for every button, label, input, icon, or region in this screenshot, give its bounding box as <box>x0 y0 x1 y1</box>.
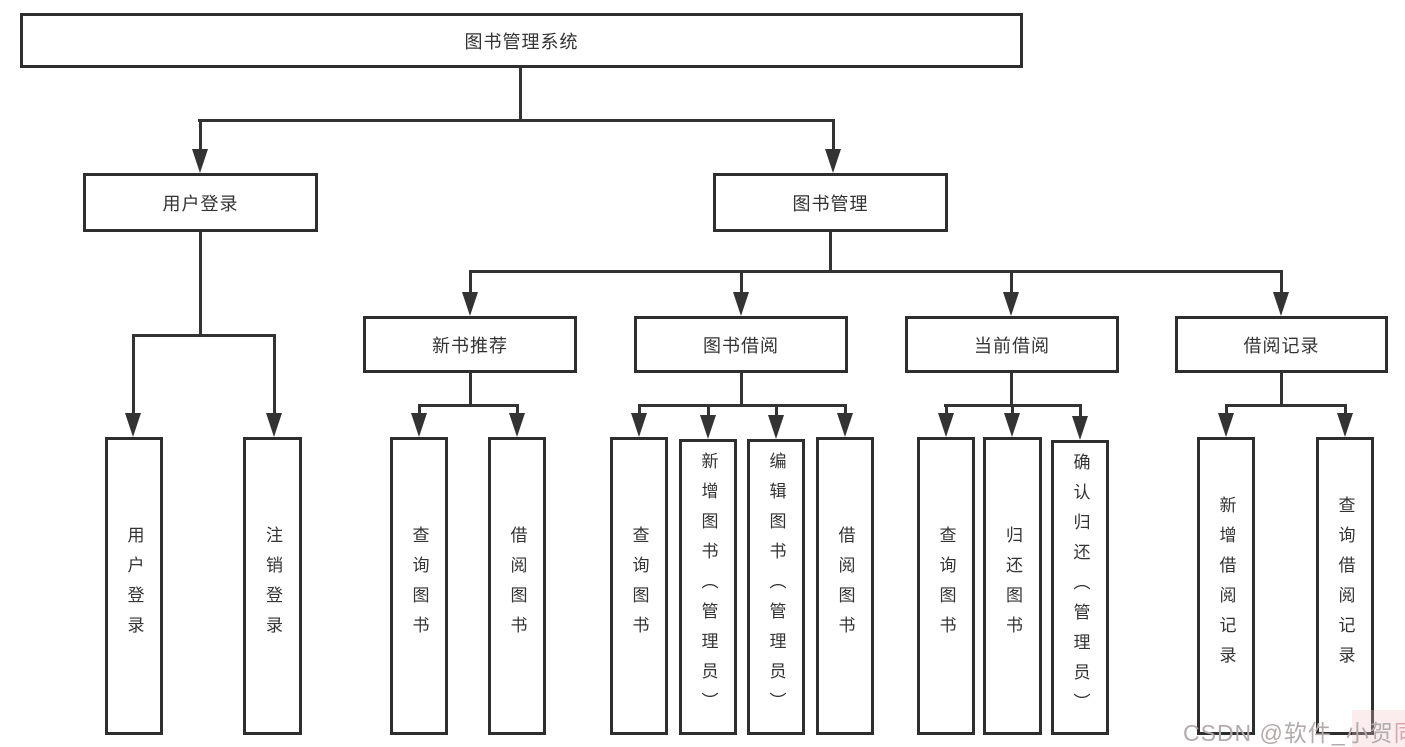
connector-vline <box>739 270 743 296</box>
leaf-edit-book-admin: 编辑图书（管理员） <box>747 439 805 735</box>
leaf-borrow-books-recommend: 借阅图书 <box>488 437 546 735</box>
connector-hline <box>1225 404 1347 407</box>
connector-vline <box>706 404 710 419</box>
arrow-down-icon <box>462 292 478 316</box>
connector-vline <box>468 270 472 296</box>
node-label: 新书推荐 <box>432 335 508 356</box>
arrow-down-icon <box>1072 416 1088 440</box>
arrow-down-icon <box>1003 292 1019 316</box>
node-label: 借阅图书 <box>835 526 855 646</box>
connector-vline <box>1224 404 1228 417</box>
arrow-down-icon <box>631 413 647 437</box>
connector-hline <box>638 404 847 407</box>
arrow-down-icon <box>938 413 954 437</box>
connector-vline <box>198 119 202 153</box>
leaf-user-login: 用户登录 <box>105 437 163 735</box>
arrow-down-icon <box>700 415 716 439</box>
arrow-down-icon <box>733 292 749 316</box>
leaf-confirm-return-admin: 确认归还（管理员） <box>1051 440 1109 735</box>
arrow-down-icon <box>1218 413 1234 437</box>
node-current-borrow: 当前借阅 <box>905 316 1119 373</box>
connector-vline <box>944 404 948 417</box>
connector-hline <box>198 119 835 122</box>
node-label: 查询图书 <box>936 526 956 646</box>
arrow-down-icon <box>125 413 141 437</box>
arrow-down-icon <box>411 413 427 437</box>
node-borrow-records: 借阅记录 <box>1175 316 1388 373</box>
watermark-accent-text: 同学 <box>1394 720 1405 746</box>
node-label: 查询图书 <box>629 526 649 646</box>
connector-vline <box>515 404 519 417</box>
node-book-borrow: 图书借阅 <box>634 316 848 373</box>
node-label: 图书借阅 <box>703 335 779 356</box>
connector-vline <box>831 119 835 153</box>
arrow-down-icon <box>1337 413 1353 437</box>
node-label: 确认归还（管理员） <box>1070 452 1090 723</box>
leaf-query-books-recommend: 查询图书 <box>390 437 448 735</box>
node-book-management-branch: 图书管理 <box>713 173 948 232</box>
node-label: 当前借阅 <box>974 335 1050 356</box>
arrow-down-icon <box>837 413 853 437</box>
connector-hline <box>469 270 1283 273</box>
node-label: 用户登录 <box>162 193 239 214</box>
node-label: 查询借阅记录 <box>1335 496 1355 676</box>
connector-vline <box>843 404 847 417</box>
leaf-logout: 注销登录 <box>243 437 302 735</box>
node-label: 编辑图书（管理员） <box>766 452 786 722</box>
arrow-down-icon <box>266 413 282 437</box>
connector-vline <box>272 334 276 417</box>
connector-hline <box>418 404 519 407</box>
node-label: 借阅图书 <box>507 526 527 646</box>
arrow-down-icon <box>1004 413 1020 437</box>
watermark-text: CSDN @软件_小贺 <box>1183 720 1394 746</box>
node-label: 借阅记录 <box>1243 335 1320 356</box>
leaf-add-book-admin: 新增图书（管理员） <box>679 439 737 735</box>
connector-vline <box>131 334 135 417</box>
connector-vline <box>518 68 522 121</box>
arrow-down-icon <box>192 149 208 173</box>
connector-vline <box>1279 373 1283 407</box>
connector-vline <box>774 404 778 419</box>
connector-vline <box>198 232 202 337</box>
leaf-query-books-current: 查询图书 <box>917 437 975 735</box>
arrow-down-icon <box>509 413 525 437</box>
arrow-down-icon <box>1273 292 1289 316</box>
node-label: 新增图书（管理员） <box>698 452 718 722</box>
node-user-login-branch: 用户登录 <box>83 173 318 232</box>
node-label: 用户登录 <box>124 526 144 646</box>
connector-hline <box>132 334 275 337</box>
arrow-down-icon <box>825 149 841 173</box>
connector-vline <box>1343 404 1347 417</box>
leaf-borrow-books: 借阅图书 <box>816 437 874 735</box>
connector-vline <box>1010 404 1014 417</box>
node-label: 查询图书 <box>409 526 429 646</box>
watermark: CSDN @软件_小贺同学 <box>1183 714 1405 747</box>
node-label: 图书管理 <box>792 193 869 214</box>
connector-vline <box>1078 404 1082 420</box>
leaf-return-books: 归还图书 <box>983 437 1042 735</box>
leaf-query-borrow-record: 查询借阅记录 <box>1316 437 1374 735</box>
node-library-management-system: 图书管理系统 <box>20 13 1023 68</box>
node-label: 归还图书 <box>1003 526 1022 646</box>
connector-vline <box>739 373 743 407</box>
connector-vline <box>1009 270 1013 296</box>
node-label: 新增借阅记录 <box>1216 496 1236 676</box>
node-label: 注销登录 <box>263 526 282 646</box>
node-new-book-recommend: 新书推荐 <box>363 316 577 373</box>
connector-vline <box>828 232 832 273</box>
leaf-add-borrow-record: 新增借阅记录 <box>1197 437 1255 735</box>
connector-vline <box>637 404 641 417</box>
node-label: 图书管理系统 <box>464 31 579 52</box>
connector-vline <box>417 404 421 417</box>
arrow-down-icon <box>768 415 784 439</box>
connector-vline <box>1279 270 1283 296</box>
connector-vline <box>1009 373 1013 407</box>
connector-vline <box>468 373 472 407</box>
leaf-query-books-borrow: 查询图书 <box>610 437 668 735</box>
watermark-tint <box>1352 710 1405 747</box>
